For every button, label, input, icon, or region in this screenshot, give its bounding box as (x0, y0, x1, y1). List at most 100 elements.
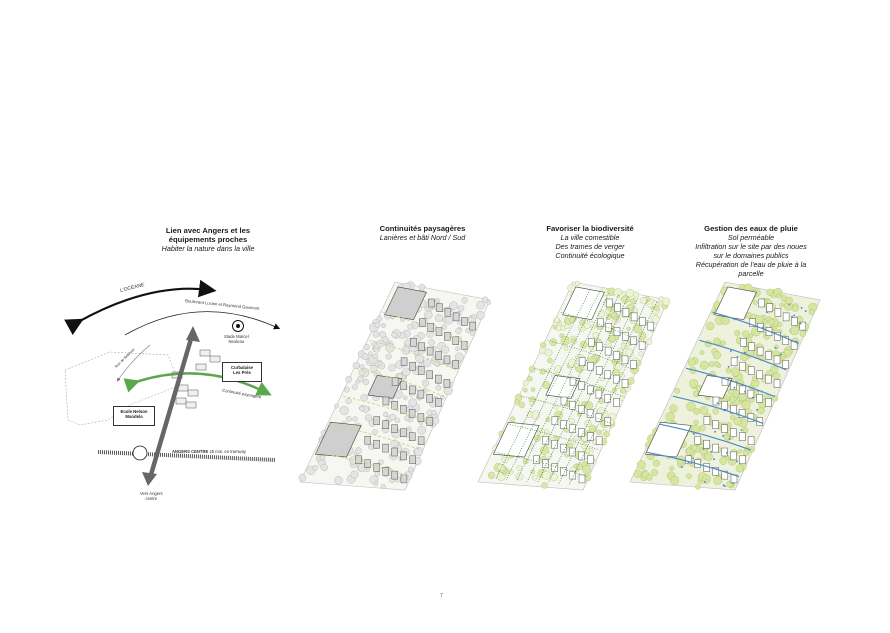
rain-tank (800, 307, 803, 309)
house (604, 346, 612, 356)
tree (389, 413, 397, 421)
tree (515, 472, 524, 481)
house (569, 447, 576, 457)
house (443, 355, 451, 365)
tree (598, 398, 605, 404)
house (721, 400, 728, 410)
tree (371, 429, 378, 435)
rain-tank (804, 310, 807, 312)
tree (434, 314, 443, 323)
tree (693, 407, 700, 415)
rain-tank (780, 353, 782, 356)
tree (320, 463, 328, 472)
tree (355, 447, 362, 454)
tree (374, 471, 380, 477)
tree (651, 314, 660, 324)
overlay-line (382, 311, 469, 344)
tree (418, 283, 426, 291)
tree (509, 416, 516, 423)
rain-tank (728, 438, 731, 440)
tree (737, 449, 743, 454)
rain-tank (716, 402, 719, 404)
boulevard-arrow (124, 311, 281, 336)
tree (625, 348, 634, 358)
overlay-line (646, 451, 740, 478)
house (712, 420, 719, 429)
tree (686, 473, 692, 479)
hedge-line (558, 300, 648, 485)
overlay-line (329, 423, 421, 451)
tree (549, 338, 557, 346)
rain-tank (744, 390, 746, 393)
house (400, 428, 407, 437)
rain-tank (687, 461, 690, 463)
house (533, 455, 540, 465)
rain-tank (731, 482, 734, 484)
site-boundary (64, 351, 181, 426)
house (638, 340, 646, 350)
tree (428, 339, 435, 346)
tree (569, 316, 576, 323)
rain-tank (730, 350, 732, 352)
house (560, 420, 567, 429)
label-vers: Vers Angers centre (140, 491, 163, 501)
house (560, 467, 567, 476)
tree (665, 412, 675, 422)
tree (627, 377, 635, 385)
tree (359, 364, 365, 370)
tree (730, 367, 741, 377)
house (712, 443, 719, 453)
overlay-line (672, 395, 763, 424)
tree (383, 411, 389, 417)
tree (573, 435, 579, 441)
tree (414, 446, 424, 456)
tree (552, 324, 558, 330)
tree (748, 333, 754, 338)
house (756, 394, 763, 403)
tree (388, 363, 396, 372)
tree (779, 302, 784, 308)
tree (603, 431, 610, 438)
tree (547, 357, 553, 364)
house (765, 351, 772, 360)
tree (743, 450, 750, 457)
tree (402, 367, 411, 376)
tree (358, 369, 365, 376)
house (595, 436, 603, 445)
house (791, 317, 798, 326)
tree (592, 331, 600, 339)
house (703, 439, 710, 449)
tree (514, 399, 520, 405)
rain-tank (762, 326, 764, 329)
rain-tank (736, 356, 739, 358)
continuity-arrow (123, 372, 272, 396)
house (747, 389, 755, 399)
tree (441, 324, 448, 330)
tree (734, 330, 741, 337)
house (721, 377, 729, 386)
site-plan-3 (629, 281, 821, 491)
house (569, 470, 577, 480)
tree (645, 338, 653, 346)
house (747, 436, 755, 445)
tree (564, 323, 570, 329)
rain-tank (715, 468, 718, 470)
tree (344, 386, 350, 393)
tree (360, 394, 368, 402)
house (730, 357, 738, 367)
rain-tank (788, 303, 791, 306)
caption-title: Lien avec Angers et les équipements proc… (165, 226, 251, 244)
tree (545, 417, 551, 423)
tree (734, 399, 740, 406)
tree (516, 465, 523, 471)
house (391, 470, 399, 480)
tree (583, 322, 591, 329)
tree (699, 447, 708, 456)
rain-tank (722, 435, 724, 437)
tree (706, 322, 715, 331)
tree (699, 350, 705, 355)
caption-line: Infiltration sur le site par des noues (695, 242, 807, 251)
tree (695, 484, 701, 490)
house (749, 318, 756, 327)
tree (424, 310, 433, 320)
